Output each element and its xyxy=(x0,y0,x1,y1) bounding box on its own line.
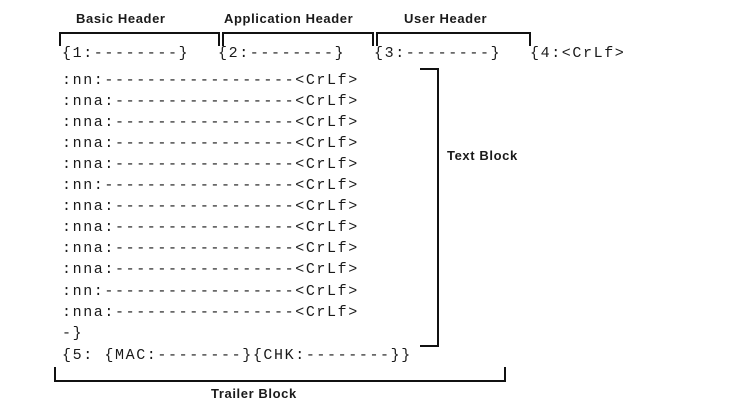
basic-header-bracket xyxy=(59,32,220,46)
basic-header-label: Basic Header xyxy=(76,11,166,26)
text-line: :nn:------------------<CrLf> xyxy=(62,72,359,89)
trailer-block-text: {5: {MAC:--------}{CHK:--------}} xyxy=(62,347,412,364)
text-line: :nna:-----------------<CrLf> xyxy=(62,240,359,257)
block-1-text: {1:--------} xyxy=(62,45,190,62)
text-line: :nn:------------------<CrLf> xyxy=(62,283,359,300)
user-header-bracket xyxy=(376,32,531,46)
block-2-text: {2:--------} xyxy=(218,45,346,62)
text-line: :nna:-----------------<CrLf> xyxy=(62,114,359,131)
text-line: :nn:------------------<CrLf> xyxy=(62,177,359,194)
text-line: :nna:-----------------<CrLf> xyxy=(62,93,359,110)
text-block-bracket xyxy=(420,68,439,347)
block-3-text: {3:--------} xyxy=(374,45,502,62)
block-4-text: {4:<CrLf> xyxy=(530,45,626,62)
text-block-label: Text Block xyxy=(447,148,518,163)
text-line: :nna:-----------------<CrLf> xyxy=(62,219,359,236)
application-header-label: Application Header xyxy=(224,11,354,26)
application-header-bracket xyxy=(222,32,374,46)
text-line: :nna:-----------------<CrLf> xyxy=(62,304,359,321)
user-header-label: User Header xyxy=(404,11,488,26)
text-line: :nna:-----------------<CrLf> xyxy=(62,156,359,173)
trailer-block-bracket xyxy=(54,367,506,382)
text-line: :nna:-----------------<CrLf> xyxy=(62,135,359,152)
trailer-block-label: Trailer Block xyxy=(211,386,297,401)
text-line: :nna:-----------------<CrLf> xyxy=(62,198,359,215)
text-line: :nna:-----------------<CrLf> xyxy=(62,261,359,278)
text-block-end: -} xyxy=(62,325,84,342)
